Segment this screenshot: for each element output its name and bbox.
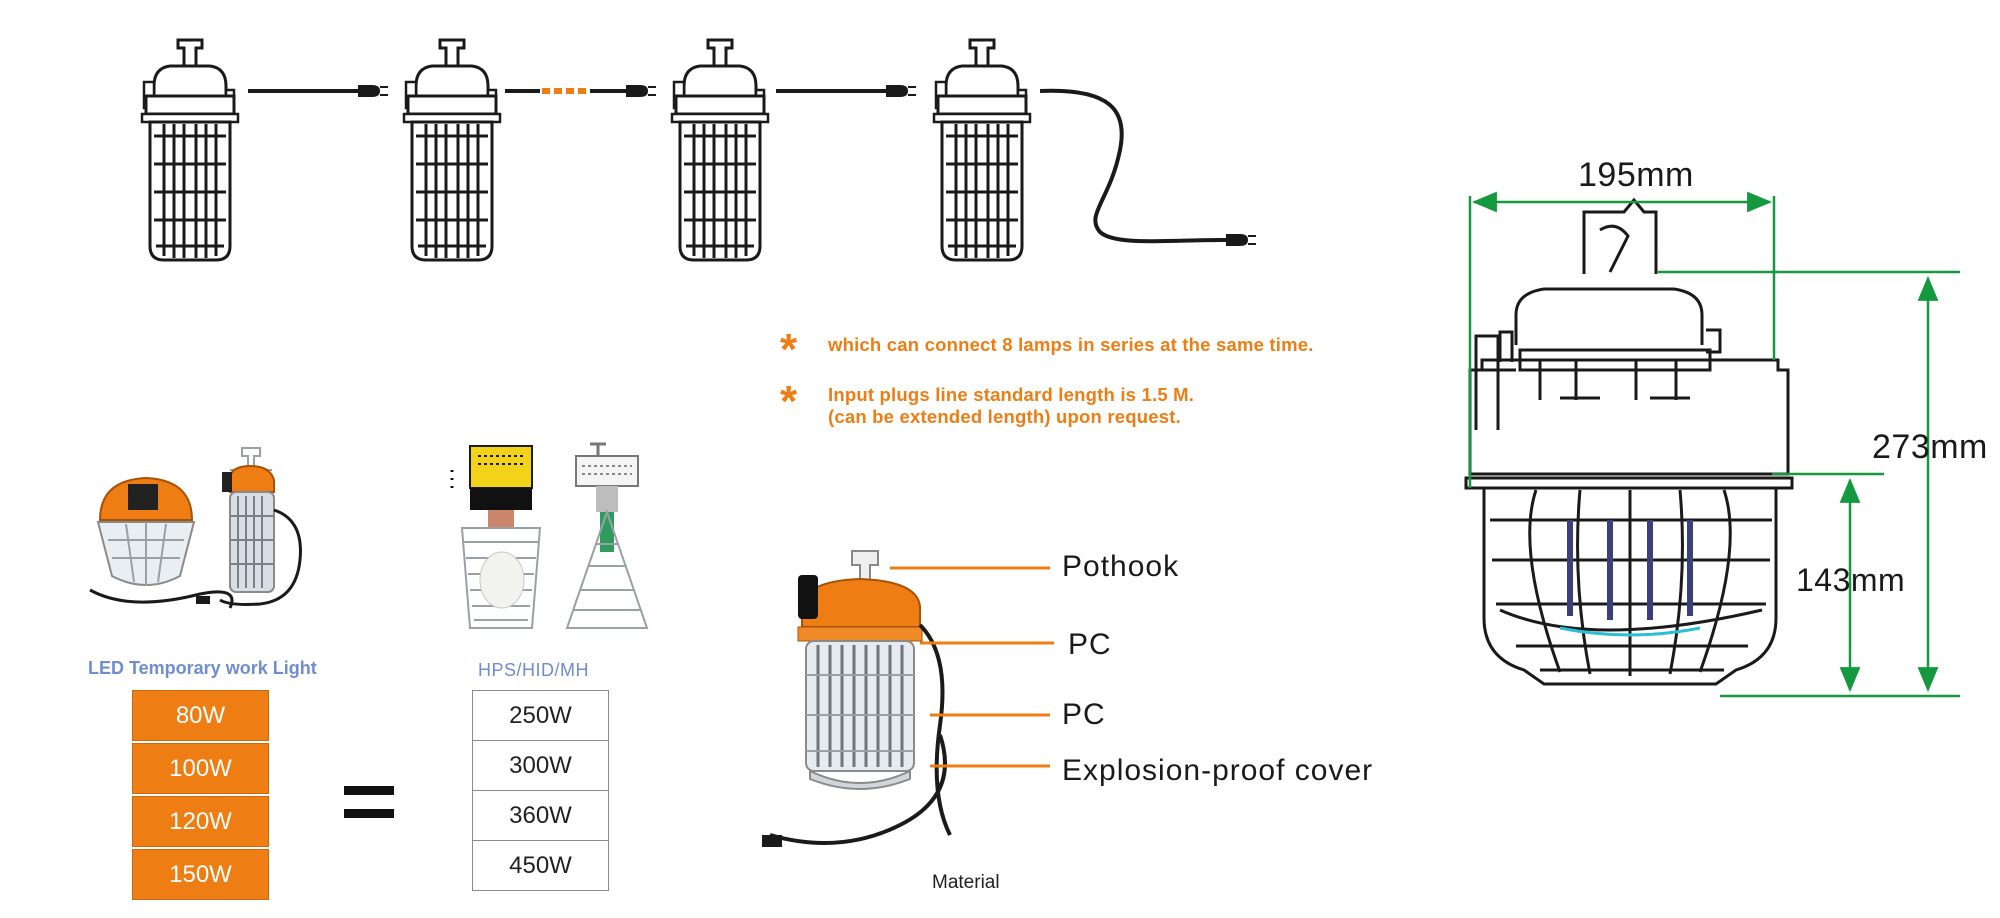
material-label-pothook: Pothook [1062,550,1180,583]
material-leader-lines [890,566,1054,768]
cage-height-dimension-label: 143mm [1796,562,1906,598]
led-wattage-cell: 150W [132,849,269,900]
plug-icon [615,84,657,98]
width-dimension-label: 195mm [1578,156,1694,194]
hps-wattage-cell: 450W [472,840,609,891]
hps-wattage-cell: 250W [472,690,609,741]
plug-icon [1215,233,1257,247]
series-lamp-2 [402,38,502,262]
asterisk-icon: * [780,325,798,374]
note-text: (can be extended length) upon request. [828,406,1181,427]
material-label-explosion-proof-cover: Explosion-proof cover [1062,754,1374,787]
cage-height-dimension [1772,472,1884,693]
series-lamp-3 [670,38,770,262]
asterisk-icon: * [780,377,798,426]
led-wattage-cell: 100W [132,743,269,794]
led-wattage-table: 80W 100W 120W 150W [132,690,269,900]
lamp-inner-tubes [1567,520,1693,620]
tail-cord [1039,88,1223,244]
note-item-1: * which can connect 8 lamps in series at… [780,328,1420,372]
hps-table-title: HPS/HID/MH [478,660,590,680]
led-wattage-cell: 80W [132,690,269,741]
hps-wattage-cell: 300W [472,740,609,791]
material-label-pc-body: PC [1062,698,1106,731]
hps-wattage-table: 250W 300W 360W 450W [472,690,609,891]
led-product-photo [89,447,302,609]
height-dimension-label: 273mm [1872,428,1988,466]
plug-icon [875,84,917,98]
height-dimension [1658,270,1960,698]
note-text: Input plugs line standard length is 1.5 … [828,384,1195,405]
material-caption: Material [932,872,1000,893]
hps-wattage-cell: 360W [472,790,609,841]
series-connection-diagram [140,38,1257,262]
note-item-2: * Input plugs line standard length is 1.… [780,380,1420,440]
material-lamp-photo [762,550,952,847]
dimension-drawing [1464,191,1960,698]
notes-list: * which can connect 8 lamps in series at… [780,328,1420,440]
width-dimension [1468,191,1776,488]
equals-sign [344,786,394,818]
hps-product-photo [450,442,649,629]
material-label-pc-head: PC [1068,628,1112,661]
note-text: which can connect 8 lamps in series at t… [828,334,1314,355]
series-lamp-4 [932,38,1032,262]
led-table-title: LED Temporary work Light [88,658,317,678]
series-lamp-1 [140,38,240,262]
plug-icon [347,84,389,98]
led-wattage-cell: 120W [132,796,269,847]
